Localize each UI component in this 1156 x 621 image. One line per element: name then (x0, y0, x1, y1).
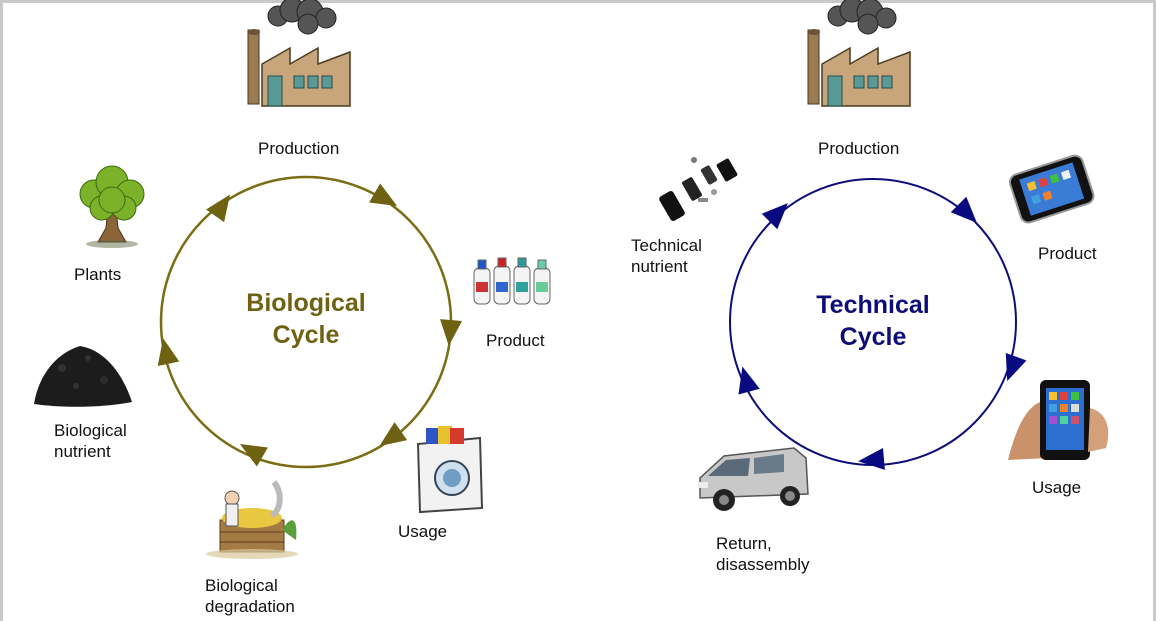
tech-return-label: Return, disassembly (716, 534, 810, 574)
bio-arrow-2 (369, 183, 398, 206)
phone-parts-icon (659, 157, 738, 222)
bio-usage-label: Usage (398, 522, 448, 541)
soil-pile-icon (34, 346, 132, 407)
tech-arrow-1 (761, 203, 788, 230)
bio-plants-label: Plants (74, 265, 122, 284)
biological-cycle (34, 0, 551, 559)
technical-cycle (659, 0, 1109, 511)
technical-cycle-title: Technical Cycle (816, 291, 930, 351)
factory-icon (807, 0, 911, 107)
bio-production-label: Production (258, 139, 340, 158)
bio-arrow-4 (379, 422, 408, 447)
bio-nutrient-label: Biological nutrient (54, 421, 127, 461)
bio-product-label: Product (486, 331, 545, 350)
phone-in-hand-icon (1008, 380, 1109, 460)
compost-icon (206, 480, 298, 559)
tech-product-label: Product (1038, 244, 1097, 263)
bio-arrow-1 (206, 194, 231, 223)
bio-degradation-label: Biological degradation (205, 576, 295, 616)
tech-usage-label: Usage (1032, 478, 1082, 497)
tech-production-label: Production (818, 139, 900, 158)
biological-cycle-title: Biological Cycle (246, 289, 366, 349)
washing-machine-icon (416, 426, 484, 514)
factory-icon (247, 0, 351, 107)
bio-arrow-5 (239, 444, 268, 467)
bio-arrow-6 (157, 338, 180, 367)
tech-arrow-3 (1005, 352, 1027, 382)
tech-nutrient-label: Technical nutrient (631, 236, 702, 276)
bio-arrow-3 (440, 319, 463, 346)
tech-arrow-5 (738, 366, 760, 395)
tech-arrow-4 (858, 447, 885, 470)
smartphone-icon (1008, 154, 1095, 224)
tech-arrow-2 (950, 196, 977, 223)
biological-cycle-arrows (157, 183, 463, 467)
van-icon (698, 447, 809, 511)
detergent-bottles-icon (473, 257, 551, 305)
tree-icon (79, 165, 145, 248)
technical-cycle-arrows (738, 196, 1027, 470)
